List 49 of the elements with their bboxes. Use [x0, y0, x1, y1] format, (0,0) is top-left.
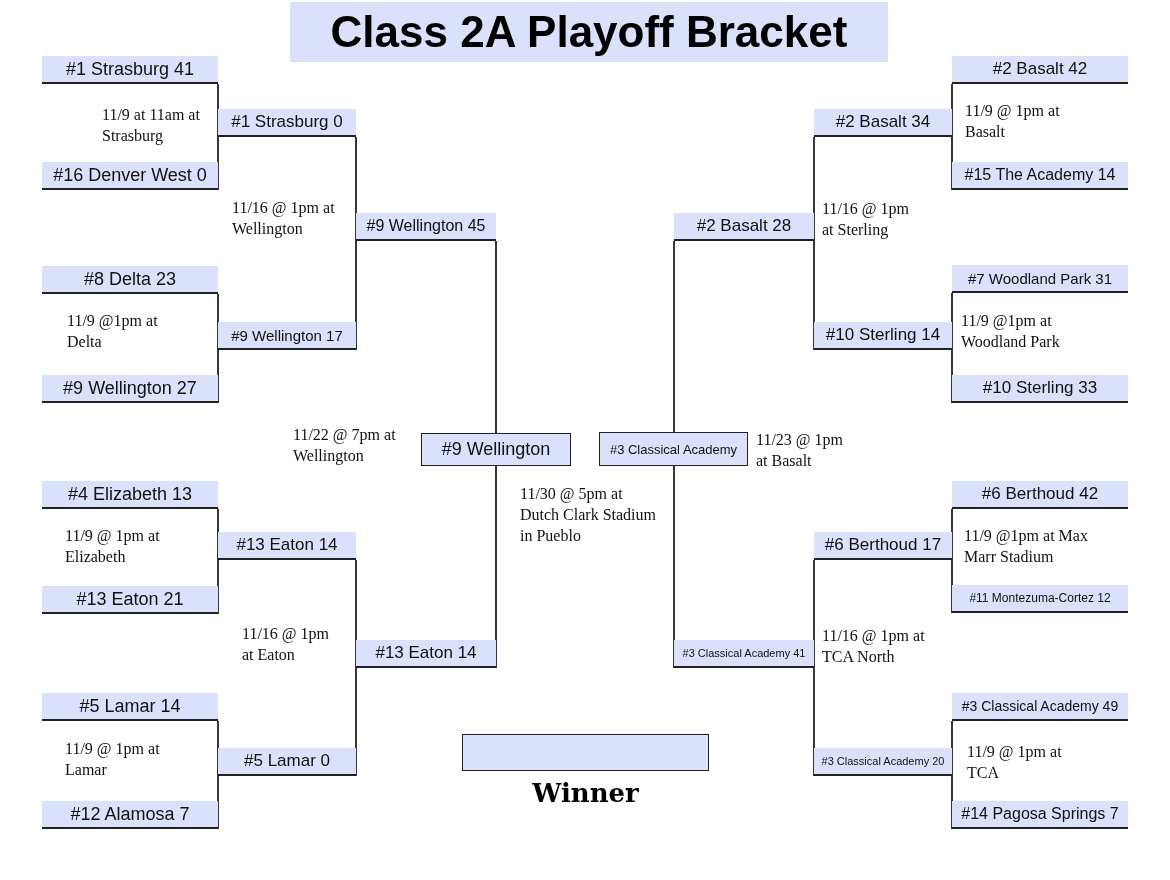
team-slot: #2 Basalt 42 — [952, 56, 1128, 84]
game-note: 11/16 @ 1pm at Sterling — [822, 199, 911, 240]
game-note: 11/9 @1pm at Woodland Park — [961, 311, 1061, 352]
team-slot: #2 Basalt 28 — [674, 213, 814, 241]
team-slot: #14 Pagosa Springs 7 — [952, 801, 1128, 829]
game-note: 11/9 at 11am at Strasburg — [102, 105, 201, 146]
team-slot: #9 Wellington 17 — [218, 322, 356, 350]
team-slot: #3 Classical Academy 49 — [952, 693, 1128, 721]
title-banner: Class 2A Playoff Bracket — [290, 2, 888, 62]
team-slot: #13 Eaton 14 — [356, 640, 496, 668]
game-note: 11/30 @ 5pm at Dutch Clark Stadium in Pueblo — [520, 484, 657, 546]
finalist-box: #3 Classical Academy — [599, 432, 748, 466]
game-note: 11/9 @ 1pm at Basalt — [965, 101, 1061, 142]
team-slot: #10 Sterling 14 — [814, 322, 952, 350]
team-slot: #5 Lamar 14 — [42, 693, 218, 721]
team-slot: #10 Sterling 33 — [952, 375, 1128, 403]
bracket-line — [673, 240, 675, 433]
game-note: 11/9 @1pm at Max Marr Stadium — [964, 526, 1089, 567]
team-slot: #6 Berthoud 42 — [952, 481, 1128, 509]
team-slot: #9 Wellington 27 — [42, 375, 218, 403]
team-slot: #6 Berthoud 17 — [814, 532, 952, 560]
team-slot: #9 Wellington 45 — [356, 213, 496, 241]
game-note: 11/22 @ 7pm at Wellington — [293, 425, 397, 466]
team-slot: #1 Strasburg 41 — [42, 56, 218, 84]
team-slot: #5 Lamar 0 — [218, 748, 356, 776]
game-note: 11/9 @ 1pm at Elizabeth — [65, 526, 161, 567]
team-slot: #11 Montezuma-Cortez 12 — [952, 585, 1128, 613]
finalist-box: #9 Wellington — [421, 433, 571, 466]
game-note: 11/9 @ 1pm at Lamar — [65, 739, 161, 780]
team-slot: #16 Denver West 0 — [42, 162, 218, 190]
team-slot: #8 Delta 23 — [42, 266, 218, 294]
game-note: 11/16 @ 1pm at TCA North — [822, 626, 926, 667]
game-note: 11/16 @ 1pm at Eaton — [242, 624, 331, 665]
team-slot: #3 Classical Academy 41 — [674, 640, 814, 668]
game-note: 11/23 @ 1pm at Basalt — [756, 430, 845, 471]
winner-heading: Winner — [531, 778, 640, 808]
team-slot: #13 Eaton 14 — [218, 532, 356, 560]
bracket-line — [495, 240, 497, 434]
team-slot: #12 Alamosa 7 — [42, 801, 218, 829]
team-slot: #3 Classical Academy 20 — [814, 748, 952, 776]
team-slot: #13 Eaton 21 — [42, 586, 218, 614]
team-slot: #1 Strasburg 0 — [218, 109, 356, 137]
game-note: 11/9 @1pm at Delta — [67, 311, 159, 352]
team-slot: #15 The Academy 14 — [952, 162, 1128, 190]
team-slot: #2 Basalt 34 — [814, 109, 952, 137]
game-note: 11/16 @ 1pm at Wellington — [232, 198, 336, 239]
team-slot: #7 Woodland Park 31 — [952, 265, 1128, 293]
team-slot: #4 Elizabeth 13 — [42, 481, 218, 509]
game-note: 11/9 @ 1pm at TCA — [967, 742, 1063, 783]
